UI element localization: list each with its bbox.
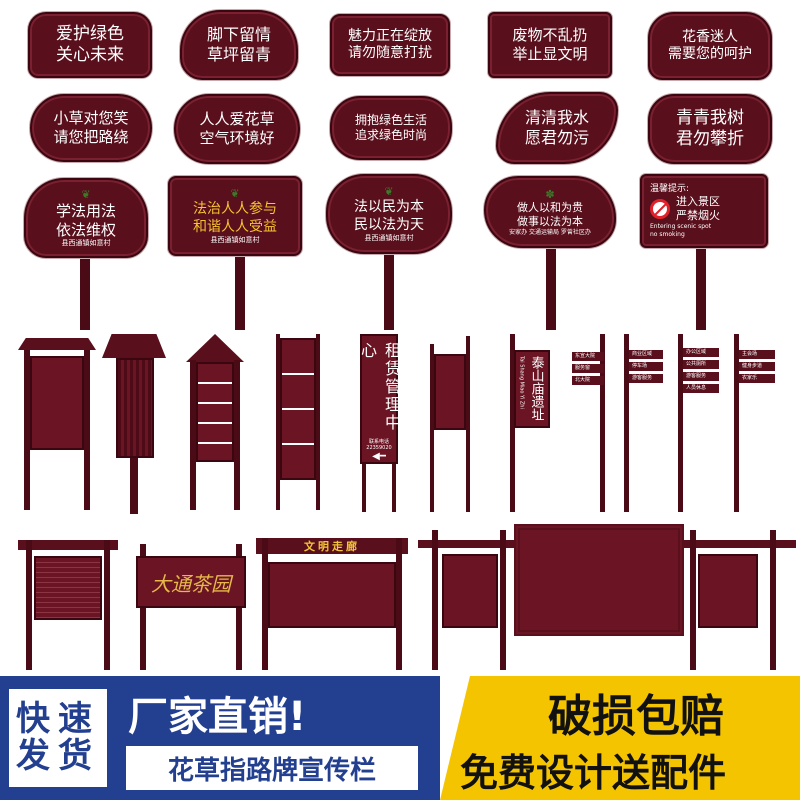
direction-arm: 主会场 [739, 350, 775, 359]
direction-pole [600, 334, 605, 512]
stake-post [696, 244, 706, 330]
direction-arm: 服务窗 [572, 364, 604, 373]
board-post [24, 350, 30, 510]
leaf-icon: ❦ [384, 185, 394, 199]
direction-arm: 停车场 [629, 362, 663, 371]
law-sign-3: ❦ 法以民为本 民以法为天 县西通镇如意村 [326, 174, 452, 254]
banner-right [440, 676, 800, 800]
fast-shipping-badge: 快速 发货 [6, 686, 110, 790]
no-smoking-sign: 温馨提示: 进入景区 严禁烟火 Entering scenic spot no … [640, 174, 768, 248]
law-sign-2: ❦ 法治人人参与 和谐人人受益 县西通镇如意村 [168, 176, 302, 256]
board-post [362, 464, 366, 512]
no-smoking-icon [650, 199, 670, 220]
board-post [84, 350, 90, 510]
board-post [432, 530, 438, 670]
board-roof [18, 540, 118, 550]
direction-arm: 人员休息 [683, 384, 719, 393]
direction-arm: 游客服务 [683, 372, 719, 381]
board-post [392, 464, 396, 512]
display-board [268, 562, 396, 628]
stake-post [80, 250, 90, 330]
corridor-header: 文明走廊 [256, 538, 408, 554]
board-post [104, 540, 110, 670]
direction-arms-d: 主会场 健身步道 农家乐 [739, 350, 775, 383]
direction-arm: 公共厕所 [683, 360, 719, 369]
direction-arms-a: 东宣大院 服务窗 北大院 [572, 352, 604, 385]
display-board-center [514, 524, 684, 636]
plaque-1-4: 废物不乱扔举止显文明 [488, 12, 612, 78]
board-post [770, 530, 776, 670]
arrow-left-icon: ◀━ [372, 451, 386, 462]
plaque-2-1: 小草对您笑请您把路绕 [30, 94, 152, 162]
plaque-2-2: 人人爱花草空气环境好 [174, 94, 300, 164]
direction-arm: 商业区域 [629, 350, 663, 359]
notice-board [34, 556, 102, 620]
display-board [698, 554, 758, 628]
plaque-1-5: 花香迷人需要您的呵护 [648, 12, 772, 80]
display-board [434, 354, 466, 430]
tea-garden-board: 大通茶园 [136, 556, 246, 608]
board-post [430, 344, 434, 512]
rental-center-sign: 租赁管理中心 联系电话 22359020 ◀━ [358, 334, 401, 464]
board-post [130, 458, 138, 514]
board-roof [102, 334, 166, 358]
board-post [26, 540, 32, 670]
board-post [234, 360, 240, 510]
board-roof [18, 338, 96, 350]
law-sign-4: ✽ 做人以和为贵 做事以法为本 安家办 交通运输局 罗曾社区办 [484, 176, 616, 248]
board-post [316, 334, 320, 510]
guarantee-text: 破损包赔 [548, 691, 724, 742]
board-post [500, 530, 506, 670]
temple-site-sign: Tai Shang Miao Yi Zhi 泰山庙遗址 [514, 350, 550, 428]
direction-arm: 办公区域 [683, 348, 719, 357]
plaque-1-2: 脚下留情草坪留青 [180, 10, 298, 80]
stake-post [235, 250, 245, 330]
board-post [190, 360, 196, 510]
direction-arm: 健身步道 [739, 362, 775, 371]
free-design-text: 免费设计送配件 [460, 751, 727, 795]
board-post [690, 530, 696, 670]
stake-post [384, 244, 394, 330]
direction-arm: 东宣大院 [572, 352, 604, 361]
board-post [262, 538, 268, 670]
display-board [196, 362, 234, 462]
promo-banner: 快速 发货 厂家直销! 花草指路牌宣传栏 破损包赔 免费设计送配件 [0, 676, 800, 800]
product-name-box: 花草指路牌宣传栏 [126, 746, 418, 790]
display-board [442, 554, 498, 628]
direction-arms-b: 商业区域 停车场 游客服务 [629, 350, 663, 383]
plaque-1-1: 爱护绿色关心未来 [28, 12, 152, 78]
direction-pole [624, 334, 629, 512]
board-post [396, 538, 402, 670]
board-post [510, 334, 515, 512]
board-post [276, 334, 280, 510]
leaf-icon: ✽ [545, 187, 555, 201]
direction-pole [734, 334, 739, 512]
stake-post [546, 240, 556, 330]
direction-arm: 游客服务 [629, 374, 663, 383]
leaf-icon: ❦ [81, 188, 91, 201]
direction-pole [678, 334, 683, 512]
plaque-2-4: 清清我水愿君勿污 [496, 92, 618, 164]
board-post [466, 336, 470, 512]
plaque-2-5: 青青我树君勿攀折 [648, 94, 772, 164]
display-board [116, 358, 154, 458]
direct-sale-text: 厂家直销! [128, 694, 307, 740]
law-sign-1: ❦ 学法用法 依法维权 县西通镇如意村 [24, 178, 148, 258]
direction-arms-c: 办公区域 公共厕所 游客服务 人员休息 [683, 348, 719, 393]
display-board [280, 338, 316, 480]
direction-arm: 农家乐 [739, 374, 775, 383]
leaf-icon: ❦ [230, 187, 240, 201]
board-roof [186, 334, 244, 362]
direction-arm: 北大院 [572, 376, 604, 385]
display-board [30, 356, 84, 450]
plaque-2-3: 拥抱绿色生活追求绿色时尚 [330, 96, 452, 160]
plaque-1-3: 魅力正在绽放请勿随意打扰 [330, 14, 450, 76]
